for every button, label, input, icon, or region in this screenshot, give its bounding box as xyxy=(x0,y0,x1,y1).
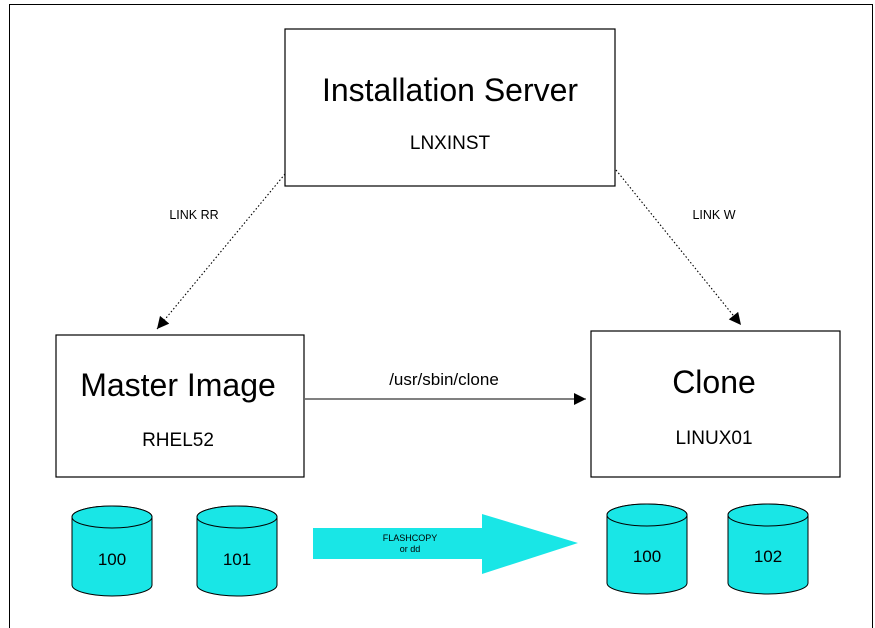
disk-top-ellipse xyxy=(606,503,688,527)
disk-top-ellipse xyxy=(71,505,153,529)
clone-disk-100: 100 xyxy=(606,503,688,595)
disk-top-ellipse xyxy=(727,503,809,527)
installation-server-box xyxy=(284,28,616,187)
clone-command-label: /usr/sbin/clone xyxy=(389,370,499,389)
master-disk-101: 101 xyxy=(196,505,278,597)
master-image-title: Master Image xyxy=(80,367,276,403)
disk-label: 101 xyxy=(223,550,251,569)
flashcopy-label-line2: or dd xyxy=(400,544,421,554)
flashcopy-arrow-shape xyxy=(313,514,578,574)
clone-box xyxy=(590,330,841,478)
link-rr-label: LINK RR xyxy=(169,208,218,222)
master-disk-100: 100 xyxy=(71,505,153,597)
master-image-box xyxy=(55,334,305,478)
master-image-id: RHEL52 xyxy=(142,430,214,451)
clone-id: LINUX01 xyxy=(675,428,752,449)
master-image-node: Master Image RHEL52 xyxy=(55,334,305,478)
clone-node: Clone LINUX01 xyxy=(590,330,841,478)
installation-server-title: Installation Server xyxy=(322,72,578,108)
clone-title: Clone xyxy=(672,364,756,400)
link-w-label: LINK W xyxy=(692,208,735,222)
link-rr-arrow xyxy=(156,173,286,330)
disk-label: 100 xyxy=(98,550,126,569)
disk-label: 100 xyxy=(633,547,661,566)
flashcopy-label-line1: FLASHCOPY xyxy=(383,533,438,543)
clone-disk-102: 102 xyxy=(727,503,809,595)
installation-server-id: LNXINST xyxy=(410,133,491,154)
installation-server-node: Installation Server LNXINST xyxy=(284,28,616,187)
disk-top-ellipse xyxy=(196,505,278,529)
disk-label: 102 xyxy=(754,547,782,566)
flashcopy-arrow: FLASHCOPY or dd xyxy=(313,514,578,574)
